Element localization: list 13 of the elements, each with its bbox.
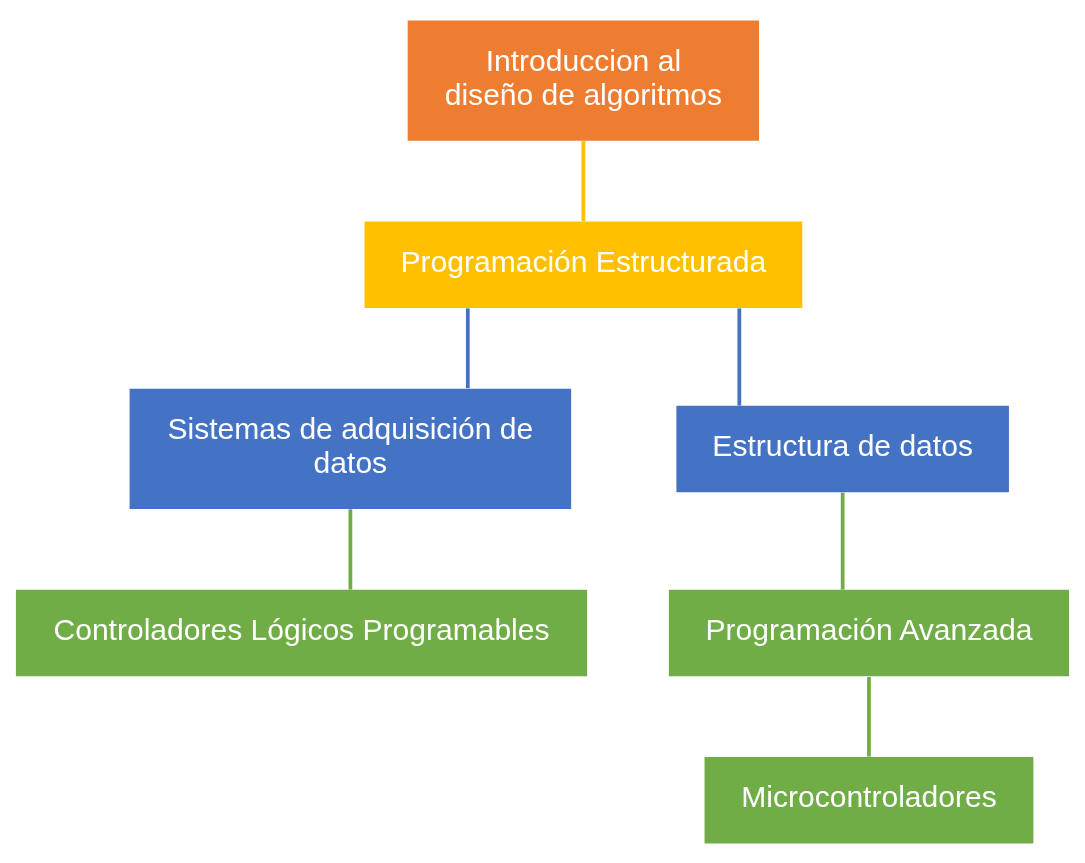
node-box: Microcontroladores [704, 756, 1034, 843]
node-box: Controladores Lógicos Programables [15, 589, 588, 676]
connector [737, 307, 742, 406]
node-box: Programación Estructurada [364, 221, 803, 308]
node-box: Sistemas de adquisición de datos [129, 388, 572, 509]
connector [581, 140, 586, 221]
connector [840, 492, 845, 590]
connector [465, 307, 470, 388]
node-box: Programación Avanzada [668, 589, 1070, 676]
node-box: Estructura de datos [676, 405, 1009, 492]
node-box: Introduccion al diseño de algoritmos [407, 20, 760, 141]
connector [348, 508, 353, 590]
connector [867, 676, 871, 757]
